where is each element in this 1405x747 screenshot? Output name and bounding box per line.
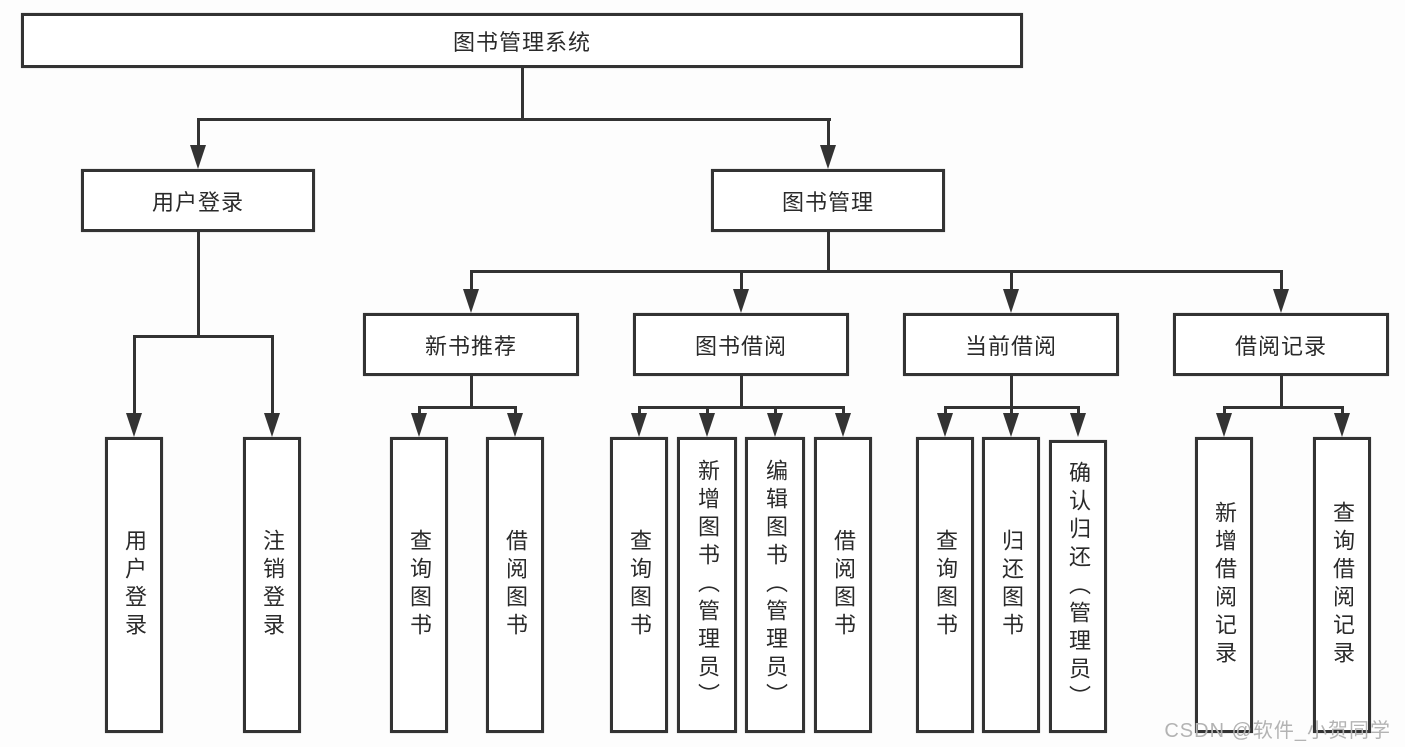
- leaf-bb-add-book-admin: 新增图书（管理员）: [677, 437, 737, 733]
- node-book-borrow: 图书借阅: [633, 313, 849, 376]
- connector-to-bb-add: [706, 406, 709, 418]
- arrowhead-to-bb-edit-icon: [767, 413, 783, 437]
- leaf-logout: 注销登录: [243, 437, 301, 733]
- connector-to-bb-edit: [774, 406, 777, 418]
- arrowhead-to-bb-borrow-icon: [835, 413, 851, 437]
- connector-to-new-book-recommend: [470, 270, 473, 293]
- node-current-borrow: 当前借阅: [903, 313, 1119, 376]
- arrowhead-to-book-borrow-icon: [733, 289, 749, 313]
- connector-book-management-stem: [827, 232, 830, 273]
- connector-to-current-borrow: [1010, 270, 1013, 293]
- connector-to-nbr-query: [418, 406, 421, 418]
- arrowhead-to-user-login-icon: [190, 145, 206, 169]
- arrowhead-to-current-borrow-icon: [1003, 289, 1019, 313]
- arrowhead-to-borrow-records-icon: [1273, 289, 1289, 313]
- arrowhead-to-new-book-recommend-icon: [463, 289, 479, 313]
- connector-to-leaf-user-login: [133, 335, 136, 417]
- leaf-bb-edit-book-admin: 编辑图书（管理员）: [745, 437, 805, 733]
- arrowhead-to-cb-query-icon: [937, 413, 953, 437]
- arrowhead-to-br-query-icon: [1334, 413, 1350, 437]
- arrowhead-to-nbr-query-icon: [411, 413, 427, 437]
- connector-new-book-recommend-branch: [418, 406, 517, 409]
- connector-borrow-records-stem: [1280, 376, 1283, 408]
- arrowhead-to-leaf-logout-icon: [264, 413, 280, 437]
- arrowhead-to-cb-return-icon: [1003, 413, 1019, 437]
- connector-to-book-management: [827, 118, 830, 150]
- connector-user-login-stem: [197, 232, 200, 338]
- node-user-login-branch: 用户登录: [81, 169, 315, 232]
- connector-user-login-branch: [133, 335, 274, 338]
- arrowhead-to-bb-query-icon: [631, 413, 647, 437]
- connector-to-nbr-borrow: [514, 406, 517, 418]
- connector-to-br-query: [1341, 406, 1344, 418]
- watermark: CSDN @软件_小贺同学: [1164, 720, 1391, 742]
- connector-to-leaf-logout: [271, 335, 274, 417]
- connector-to-br-add: [1223, 406, 1226, 418]
- leaf-nbr-borrow-books: 借阅图书: [486, 437, 544, 733]
- connector-to-bb-query: [638, 406, 641, 418]
- connector-to-bb-borrow: [842, 406, 845, 418]
- arrowhead-to-cb-confirm-icon: [1070, 413, 1086, 437]
- arrowhead-to-leaf-user-login-icon: [126, 413, 142, 437]
- connector-root-branch: [197, 118, 831, 121]
- connector-new-book-recommend-stem: [470, 376, 473, 408]
- connector-book-borrow-stem: [740, 376, 743, 408]
- leaf-nbr-query-books: 查询图书: [390, 437, 448, 733]
- connector-to-borrow-records: [1280, 270, 1283, 293]
- leaf-br-add-record: 新增借阅记录: [1195, 437, 1253, 733]
- leaf-br-query-record: 查询借阅记录: [1313, 437, 1371, 733]
- connector-book-borrow-branch: [638, 406, 845, 409]
- node-root-library-management-system: 图书管理系统: [21, 13, 1023, 68]
- arrowhead-to-book-management-icon: [820, 145, 836, 169]
- leaf-cb-confirm-return-admin: 确认归还（管理员）: [1049, 440, 1107, 733]
- node-borrow-records: 借阅记录: [1173, 313, 1389, 376]
- node-new-book-recommend: 新书推荐: [363, 313, 579, 376]
- leaf-cb-return-books: 归还图书: [982, 437, 1040, 733]
- node-book-management-branch: 图书管理: [711, 169, 945, 232]
- leaf-user-login: 用户登录: [105, 437, 163, 733]
- connector-to-cb-confirm: [1077, 406, 1080, 418]
- connector-book-management-branch: [470, 270, 1283, 273]
- arrowhead-to-br-add-icon: [1216, 413, 1232, 437]
- connector-root-stem: [521, 68, 524, 120]
- leaf-bb-query-books: 查询图书: [610, 437, 668, 733]
- leaf-cb-query-books: 查询图书: [916, 437, 974, 733]
- connector-to-user-login: [197, 118, 200, 150]
- connector-to-book-borrow: [740, 270, 743, 293]
- connector-to-cb-return: [1010, 406, 1013, 418]
- arrowhead-to-nbr-borrow-icon: [507, 413, 523, 437]
- arrowhead-to-bb-add-icon: [699, 413, 715, 437]
- leaf-bb-borrow-books: 借阅图书: [814, 437, 872, 733]
- connector-current-borrow-stem: [1010, 376, 1013, 408]
- connector-borrow-records-branch: [1223, 406, 1344, 409]
- connector-to-cb-query: [944, 406, 947, 418]
